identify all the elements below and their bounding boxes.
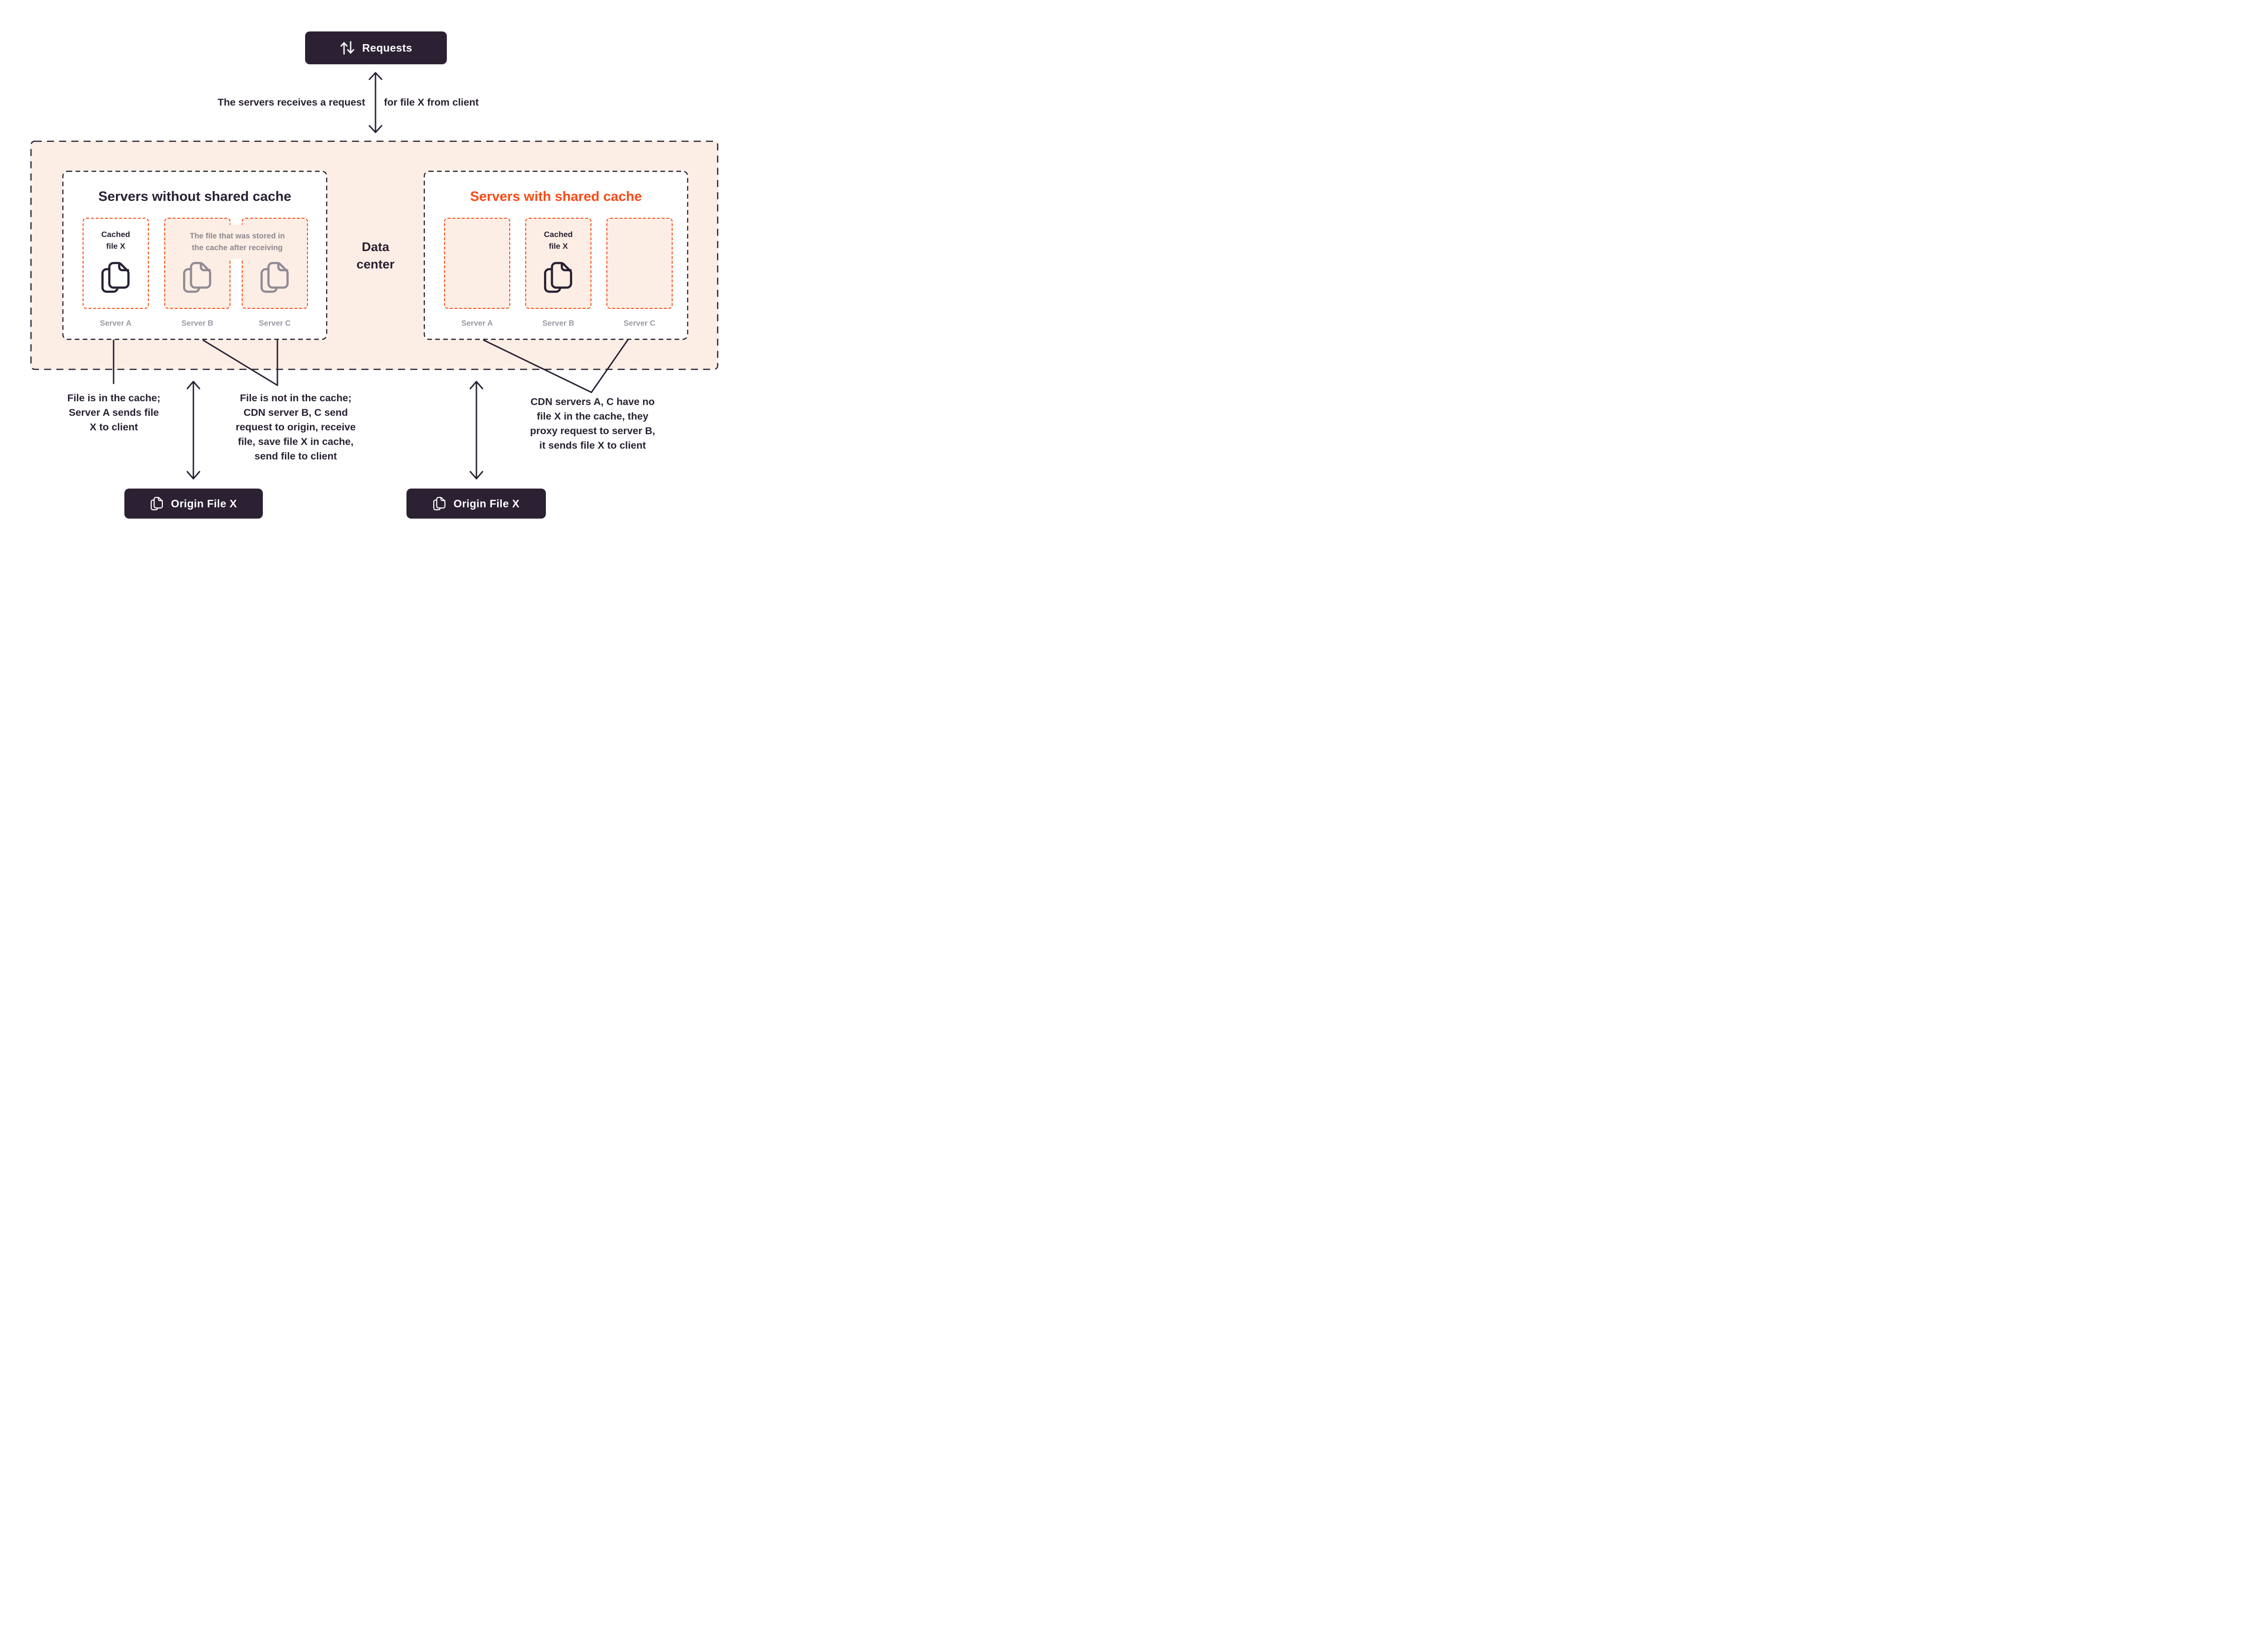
- requests-label: Requests: [362, 41, 413, 54]
- data-center-line-2: center: [356, 257, 395, 271]
- annotation-server-a: File is in the cache; Server A sends fil…: [40, 391, 188, 435]
- stored-file-band: The file that was stored in the cache af…: [168, 225, 307, 259]
- annotation-shared-cache: CDN servers A, C have no file X in the c…: [502, 395, 683, 453]
- annotation-line: CDN servers A, C have no: [530, 396, 655, 407]
- requests-double-arrow: [368, 72, 383, 133]
- data-center-line-1: Data: [361, 240, 390, 254]
- data-center-label: Data center: [338, 238, 413, 273]
- annotation-line: proxy request to server B,: [530, 425, 655, 436]
- annotation-line: send file to client: [254, 451, 337, 462]
- origin-double-arrow-right: [469, 381, 483, 480]
- arrows-up-down-icon: [340, 40, 355, 56]
- cached-line-2: file X: [106, 242, 125, 251]
- caption-right-post: from client: [424, 97, 479, 108]
- server-label-right-c: Server C: [623, 319, 656, 328]
- annotation-line: file, save file X in cache,: [238, 436, 354, 447]
- file-icon-gray: [182, 261, 212, 294]
- group-title-with-shared-cache: Servers with shared cache: [470, 189, 642, 204]
- origin-file-label: Origin File X: [171, 497, 237, 510]
- cached-line-1: Cached: [101, 230, 130, 239]
- cached-line-2: file X: [549, 242, 568, 251]
- annotation-line: File is in the cache;: [67, 392, 161, 404]
- cached-file-label-right-b: Cached file X: [525, 229, 591, 252]
- file-copy-icon: [150, 497, 163, 511]
- server-label-right-a: Server A: [461, 319, 493, 328]
- annotation-line: X to client: [90, 421, 138, 433]
- server-label-right-b: Server B: [542, 319, 575, 328]
- cdn-cache-diagram: Requests The servers receives a request …: [0, 0, 751, 551]
- origin-file-label: Origin File X: [453, 497, 520, 510]
- caption-request-left: The servers receives a request: [217, 97, 365, 108]
- band-line-2: the cache after receiving: [192, 243, 283, 252]
- origin-double-arrow-left: [186, 381, 200, 480]
- annotation-line: File is not in the cache;: [240, 392, 352, 404]
- caption-request-right: for file X from client: [384, 95, 479, 109]
- group-title-without-shared-cache: Servers without shared cache: [98, 189, 291, 204]
- origin-file-badge-right: Origin File X: [406, 489, 546, 519]
- annotation-line: CDN server B, C send: [243, 407, 348, 418]
- annotation-line: file X in the cache, they: [536, 411, 649, 422]
- server-label-left-a: Server A: [100, 319, 132, 328]
- server-box-right-a: [444, 218, 510, 309]
- annotation-line: it sends file X to client: [539, 440, 646, 451]
- requests-badge: Requests: [305, 31, 447, 64]
- file-copy-icon: [433, 497, 446, 511]
- server-label-left-b: Server B: [181, 319, 214, 328]
- annotation-line: request to origin, receive: [236, 421, 356, 433]
- annotation-servers-b-c: File is not in the cache; CDN server B, …: [211, 391, 380, 464]
- annotation-line: Server A sends file: [69, 407, 159, 418]
- caption-right-pre: for: [384, 97, 400, 108]
- cached-file-icon-dark: [543, 261, 573, 294]
- cached-file-icon-dark: [100, 261, 130, 294]
- server-label-left-c: Server C: [259, 319, 291, 328]
- file-icon-gray: [260, 261, 290, 294]
- server-box-right-c: [606, 218, 673, 309]
- origin-file-badge-left: Origin File X: [124, 489, 263, 519]
- caption-right-bold: file X: [400, 97, 425, 108]
- cached-line-1: Cached: [544, 230, 573, 239]
- cached-file-label-left-a: Cached file X: [83, 229, 149, 252]
- band-line-1: The file that was stored in: [190, 231, 285, 240]
